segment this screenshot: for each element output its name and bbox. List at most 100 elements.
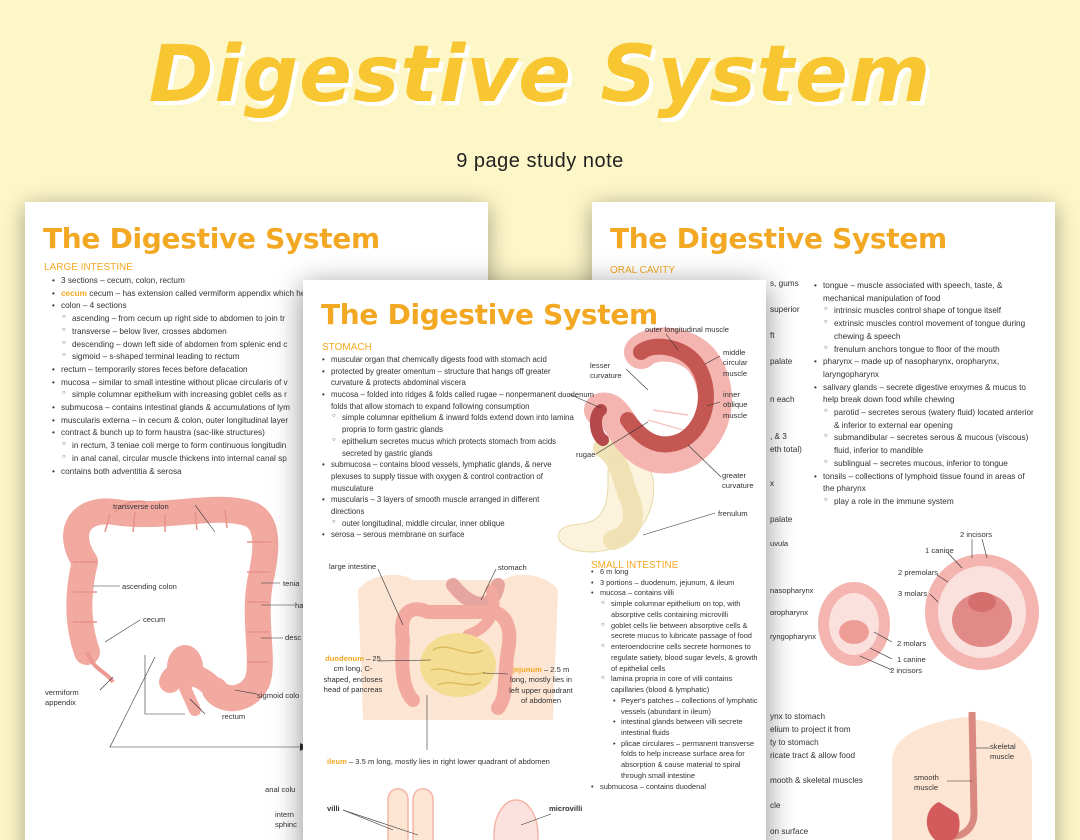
label-duodenum-desc: duodenum – 25 cm long, C-shaped, enclose… <box>323 654 383 695</box>
list-item: intrinsic muscles control shape of tongu… <box>814 305 1034 318</box>
fragment: ryngopharynx <box>770 632 817 641</box>
label-haustra: has <box>295 601 308 610</box>
list-item: 3 sections – cecum, colon, rectum <box>52 275 482 288</box>
fragment: cle <box>770 801 781 810</box>
fragment: superior <box>770 305 800 314</box>
list-item: tonsils – collections of lymphoid tissue… <box>814 471 1034 496</box>
list-item: simple columnar epithelium & inward fold… <box>322 412 574 435</box>
fragment: n each <box>770 395 795 404</box>
list-item: rectum – temporarily stores feces before… <box>52 364 482 377</box>
list-item: submucosa – contains duodenal <box>591 782 763 793</box>
list-item: mucosa – folded into ridges & folds call… <box>322 389 574 412</box>
list-item: contains both adventitia & serosa <box>52 466 482 479</box>
list-item: cecum cecum – has extension called vermi… <box>52 288 482 301</box>
hero-title: Digestive System <box>148 30 932 120</box>
fragment: mooth & skeletal muscles <box>770 776 863 785</box>
list-item: frenulum anchors tongue to floor of the … <box>814 344 1034 357</box>
ileum-title: ileum <box>327 757 347 766</box>
fragment: nasopharynx <box>770 586 814 595</box>
list-item: simple columnar epithelium with increasi… <box>52 389 482 402</box>
fragment: palate <box>770 515 793 524</box>
fragment: on surface <box>770 827 809 836</box>
label-2-premolars: 2 premolars <box>898 568 939 577</box>
duodenum-title: duodenum <box>325 654 364 663</box>
page-left-title: The Digestive System <box>43 222 380 255</box>
label-2-incisors-top: 2 incisors <box>960 530 993 539</box>
label-smooth-muscle: smooth muscle <box>914 773 939 793</box>
hero-subtitle: 9 page study note <box>456 150 624 172</box>
label-duodenum-stomach: duodenum <box>558 390 594 399</box>
list-item: pharynx – made up of nasopharynx, oropha… <box>814 356 1034 381</box>
list-item: play a role in the immune system <box>814 496 1034 509</box>
section-oral-cavity: ORAL CAVITY <box>610 265 676 276</box>
list-item: 6 m long <box>591 567 763 578</box>
label-greater-curvature: greater curvature <box>722 471 754 491</box>
fragment: x <box>770 479 775 488</box>
label-ileum-desc: ileum – 3.5 m long, mostly lies in right… <box>327 757 550 767</box>
label-2-incisors-bot: 2 incisors <box>890 666 923 675</box>
list-item: colon – 4 sections <box>52 300 482 313</box>
list-item: lamina propria in core of villi contains… <box>591 674 763 695</box>
jejunum-description: – 2.5 m long, mostly lies in left upper … <box>509 665 573 705</box>
list-item: muscularis – 3 layers of smooth muscle a… <box>322 494 574 517</box>
large-intestine-notes: 3 sections – cecum, colon, rectum cecum … <box>52 275 482 478</box>
list-item: muscularis externa – in cecum & colon, o… <box>52 415 482 428</box>
page-center: The Digestive System STOMACH muscular or… <box>303 280 766 840</box>
label-rectum: rectum <box>222 712 246 721</box>
label-villi: villi <box>327 804 340 813</box>
label-transverse-colon: transverse colon <box>113 502 169 511</box>
fragment: palate <box>770 357 793 366</box>
label-teniae: tenia <box>283 579 300 588</box>
list-item: intestinal glands between villi secrete … <box>591 717 763 738</box>
list-item: submandibular – secretes serous & mucous… <box>814 432 1034 457</box>
fragment: , & 3 <box>770 432 787 441</box>
fragment: s, gums <box>770 279 799 288</box>
page-right-title: The Digestive System <box>610 222 947 255</box>
label-large-intestine: large intestine <box>329 562 377 571</box>
jejunum-title: jejunum <box>512 665 542 674</box>
list-item: protected by greater omentum – structure… <box>322 366 574 389</box>
label-vermiform: vermiform appendix <box>45 688 79 708</box>
list-item: muscular organ that chemically digests f… <box>322 354 574 366</box>
fragment: ynx to stomach <box>770 712 826 721</box>
large-intestine-diagram <box>63 496 308 751</box>
list-item: sigmoid – s-shaped terminal leading to r… <box>52 351 482 364</box>
label-frenulum: frenulum <box>718 509 748 518</box>
stomach-diagram <box>557 327 732 553</box>
label-1-canine-top: 1 canine <box>925 546 954 555</box>
list-item: mucosa – contains villi <box>591 588 763 599</box>
list-item: contract & bunch up to form haustra (sac… <box>52 427 482 440</box>
list-item: Peyer's patches – collections of lymphat… <box>591 696 763 717</box>
list-item: sublingual – secretes mucous, inferior t… <box>814 458 1034 471</box>
label-microvilli: microvilli <box>549 804 583 813</box>
small-intestine-notes: 6 m long 3 portions – duodenum, jejunum,… <box>591 567 763 792</box>
list-item: in rectum, 3 teniae coli merge to form c… <box>52 440 482 453</box>
list-item: submucosa – contains blood vessels, lymp… <box>322 459 574 494</box>
mouth-teeth-diagram <box>818 538 1039 840</box>
list-item: outer longitudinal, middle circular, inn… <box>322 518 574 530</box>
fragment: eth total) <box>770 445 802 454</box>
section-stomach: STOMACH <box>322 342 372 353</box>
label-jejunum-desc: jejunum – 2.5 m long, mostly lies in lef… <box>506 665 576 706</box>
oral-cavity-notes: tongue – muscle associated with speech, … <box>814 280 1034 509</box>
list-item: enteroendocrine cells secrete hormones t… <box>591 642 763 674</box>
duodenum-description: – 25 cm long, C-shaped, encloses head of… <box>323 654 383 694</box>
label-ascending-colon: ascending colon <box>122 582 177 591</box>
ileum-description: – 3.5 m long, mostly lies in right lower… <box>348 757 550 766</box>
list-item: in anal canal, circular muscle thickens … <box>52 453 482 466</box>
label-stomach: stomach <box>498 563 527 572</box>
label-3-molars: 3 molars <box>898 589 928 598</box>
list-item: salivary glands – secrete digestive enxy… <box>814 382 1034 407</box>
fragment: ricate tract & allow food <box>770 751 856 760</box>
section-small-intestine: SMALL INTESTINE <box>591 560 679 571</box>
list-item: parotid – secretes serous (watery fluid)… <box>814 407 1034 432</box>
list-item: 3 portions – duodenum, jejunum, & ileum <box>591 578 763 589</box>
fragment: oropharynx <box>770 608 808 617</box>
label-1-canine-bot: 1 canine <box>897 655 926 664</box>
list-item: serosa – serous membrane on surface <box>322 529 574 541</box>
list-item: mucosa – similar to small intestine with… <box>52 377 482 390</box>
abdomen-diagram <box>342 568 558 840</box>
list-item: epithelium secretes mucus which protects… <box>322 436 574 459</box>
label-sigmoid: sigmoid colo <box>257 691 300 700</box>
label-rugae: rugae <box>576 450 596 459</box>
